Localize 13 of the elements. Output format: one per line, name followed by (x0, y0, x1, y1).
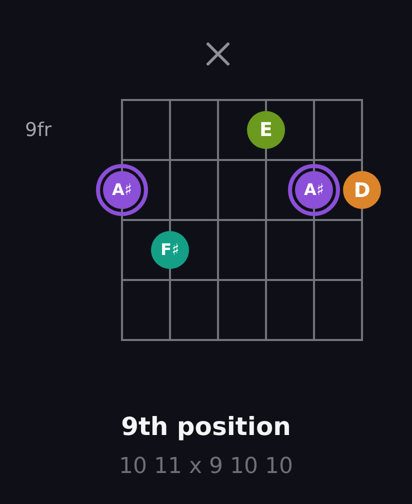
note-name: A♯ (304, 182, 324, 198)
root-note-marker (96, 164, 148, 216)
note-marker (247, 111, 285, 149)
note-name: D (354, 180, 370, 200)
note-marker (151, 231, 189, 269)
position-title: 9th position (121, 414, 291, 439)
note-marker (343, 171, 381, 209)
note-name: E (260, 120, 272, 140)
fret-number: 9fr (25, 121, 52, 140)
fret-sequence: 10 11 x 9 10 10 (119, 456, 293, 478)
note-name: A♯ (112, 182, 132, 198)
note-name: F♯ (160, 242, 180, 258)
root-note-marker (288, 164, 340, 216)
